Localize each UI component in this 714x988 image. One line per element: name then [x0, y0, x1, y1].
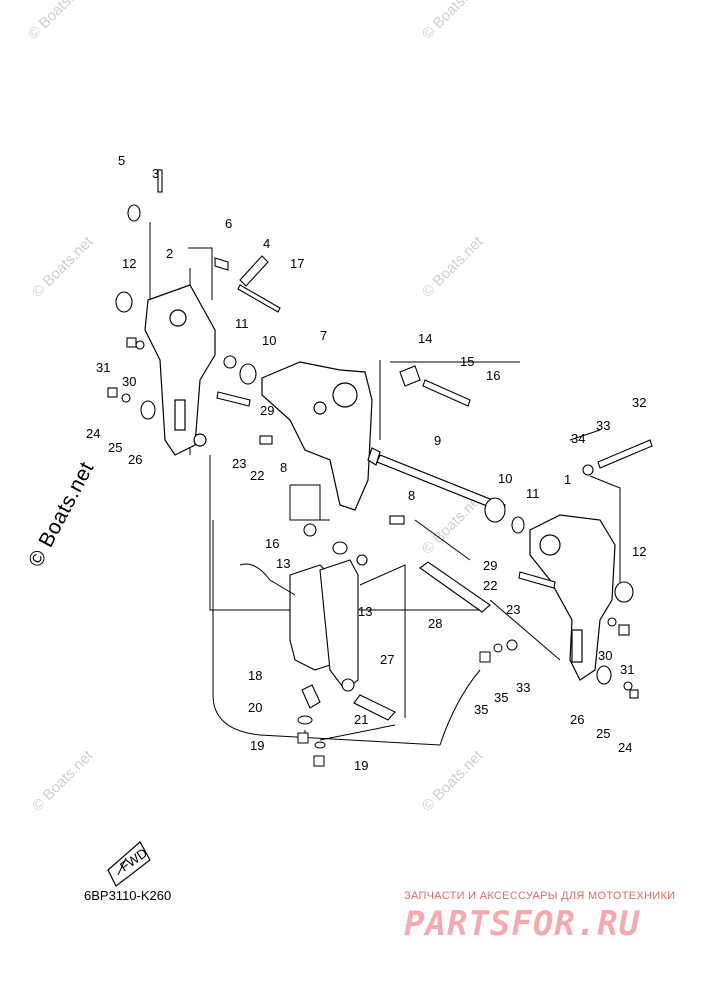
callout-label: 16 [265, 536, 279, 551]
callout-label: 29 [483, 558, 497, 573]
callout-label: 35 [494, 690, 508, 705]
callout-label: 25 [596, 726, 610, 741]
callout-label: 22 [250, 468, 264, 483]
callout-label: 25 [108, 440, 122, 455]
watermark: © Boats.net [419, 747, 487, 815]
callout-label: 10 [262, 333, 276, 348]
callout-label: 27 [380, 652, 394, 667]
pins-and-bolts [107, 169, 653, 699]
callout-label: 18 [248, 668, 262, 683]
callout-label: 9 [434, 433, 441, 448]
callout-label: 22 [483, 578, 497, 593]
callout-label: 23 [232, 456, 246, 471]
callout-label: 1 [564, 472, 571, 487]
brand-logo: PARTSFOR.RU [404, 904, 641, 944]
callout-label: 2 [166, 246, 173, 261]
callout-label: 17 [290, 256, 304, 271]
tilt-cylinder [289, 523, 368, 709]
callout-label: 19 [354, 758, 368, 773]
watermark: © Boats.net [419, 0, 487, 43]
callout-label: 28 [428, 616, 442, 631]
callout-label: 10 [498, 471, 512, 486]
diagram-code: 6BP3110-K260 [84, 888, 172, 903]
watermark: © Boats.net [29, 747, 97, 815]
callout-label: 31 [620, 662, 634, 677]
callout-label: 31 [96, 360, 110, 375]
callout-label: 24 [618, 740, 632, 755]
callout-labels: 5 3 6 4 2 12 17 11 10 7 14 15 16 31 30 2… [86, 153, 646, 773]
callout-label: 29 [260, 403, 274, 418]
callout-label: 12 [632, 544, 646, 559]
callout-label: 12 [122, 256, 136, 271]
callout-label: 5 [118, 153, 125, 168]
tilt-rod [353, 561, 491, 721]
callout-label: 11 [235, 316, 249, 331]
brand-tagline: ЗАПЧАСТИ И АКСЕССУАРЫ ДЛЯ МОТОТЕХНИКИ [404, 890, 676, 902]
callout-label: 13 [276, 556, 290, 571]
callout-label: 26 [128, 452, 142, 467]
tilt-pin [367, 447, 506, 513]
callout-label: 8 [408, 488, 415, 503]
callout-label: 16 [486, 368, 500, 383]
callout-label: 33 [516, 680, 530, 695]
callout-label: 24 [86, 426, 100, 441]
callout-label: 4 [263, 236, 270, 251]
callout-label: 30 [122, 374, 136, 389]
callout-label: 15 [460, 354, 474, 369]
callout-label: 3 [152, 166, 159, 181]
callout-label: 32 [632, 395, 646, 410]
callout-label: 13 [358, 604, 372, 619]
callout-label: 23 [506, 602, 520, 617]
swivel-bracket [261, 361, 373, 511]
callout-label: 11 [526, 486, 540, 501]
callout-label: 26 [570, 712, 584, 727]
callout-label: 20 [248, 700, 262, 715]
callout-label: 21 [354, 712, 368, 727]
bottom-bolts [297, 639, 518, 767]
callout-label: 35 [474, 702, 488, 717]
fwd-arrow: FWD [107, 841, 151, 887]
watermark: © Boats.net [419, 233, 487, 301]
callout-label: 30 [598, 648, 612, 663]
watermark: © Boats.net [25, 0, 93, 43]
callout-label: 6 [225, 216, 232, 231]
callout-label: 14 [418, 331, 432, 346]
callout-label: 33 [596, 418, 610, 433]
callout-label: 7 [320, 328, 327, 343]
watermarks: © Boats.net © Boats.net © Boats.net © Bo… [25, 0, 487, 815]
left-clamp-bracket [144, 284, 216, 456]
callout-label: 34 [571, 431, 585, 446]
tilt-cylinder-hose [239, 563, 296, 596]
callout-label: 19 [250, 738, 264, 753]
watermark: © Boats.net [29, 233, 97, 301]
callout-label: 8 [280, 460, 287, 475]
